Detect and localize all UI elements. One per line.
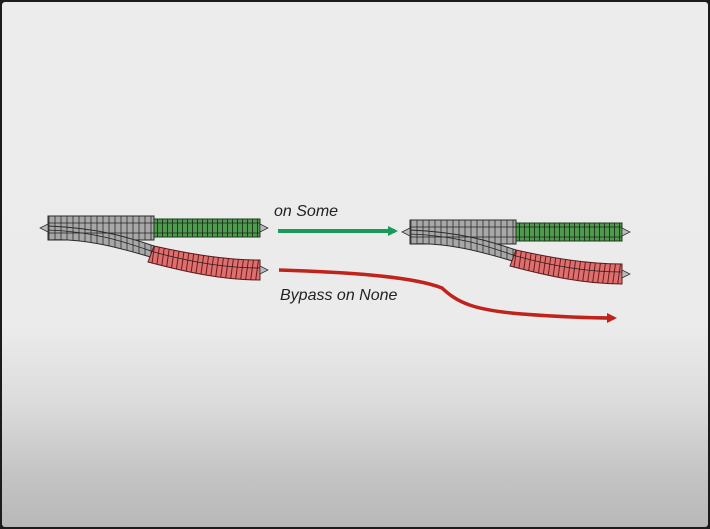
none-edge-label: Bypass on None	[280, 287, 398, 304]
none-arrow	[278, 268, 617, 323]
left-track-switch	[39, 215, 269, 281]
some-edge-label: on Some	[274, 203, 338, 220]
right-track-switch	[401, 219, 631, 285]
